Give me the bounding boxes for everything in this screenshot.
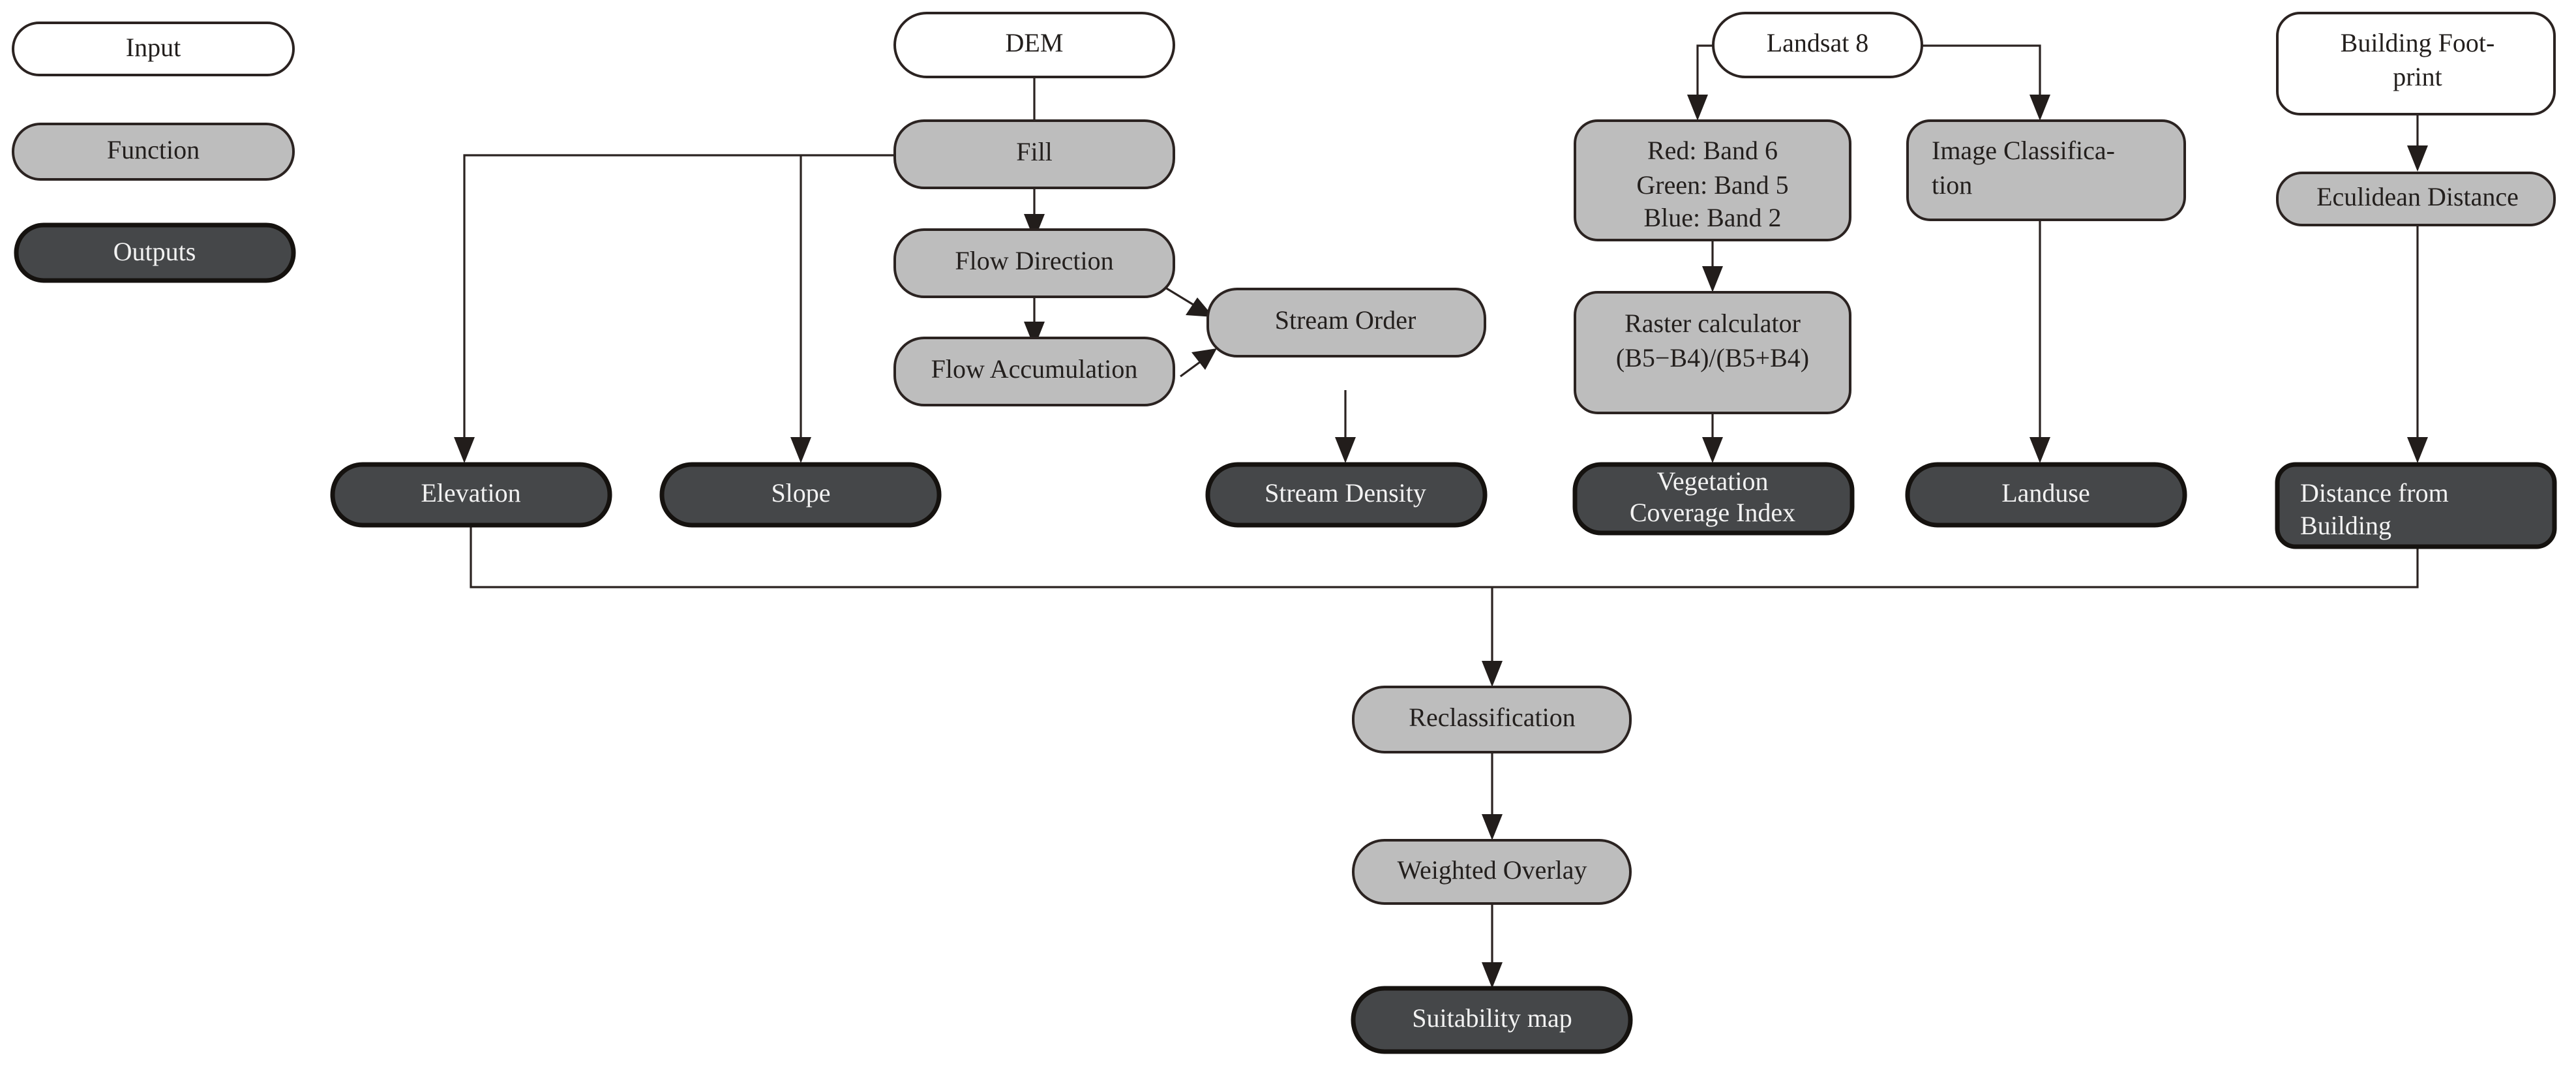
legend-item-function[interactable]: Function — [12, 123, 295, 181]
node-building-footprint-shape — [2276, 12, 2556, 115]
node-suitability-map[interactable]: Suitability map — [1351, 986, 1633, 1054]
node-slope-shape — [659, 462, 942, 528]
node-distance-from-building-line-1: Distance from — [2300, 478, 2449, 508]
node-flow-direction-shape — [893, 228, 1175, 298]
node-landsat8-shape — [1712, 12, 1923, 78]
node-raster-calculator[interactable]: Raster calculator (B5−B4)/(B5+B4) — [1574, 291, 1851, 414]
node-image-classification-shape — [1906, 119, 2186, 221]
edge-image-classification-to-landuse — [2029, 220, 2050, 463]
node-vegetation-coverage-index-line-1: Vegetation — [1656, 466, 1768, 496]
edge-bus-to-reclassification — [1482, 587, 1503, 687]
edge-stream-order-to-stream-density — [1335, 390, 1356, 463]
edge-flow-accumulation-to-stream-order — [1180, 348, 1217, 378]
node-image-classification-line-2: tion — [1932, 170, 1972, 200]
legend-outputs-shape — [14, 222, 296, 283]
node-distance-from-building-line-2: Building — [2300, 511, 2391, 540]
node-fill-shape — [893, 119, 1175, 189]
node-image-classification[interactable]: Image Classifica- tion — [1906, 119, 2186, 221]
legend-function-shape — [12, 123, 295, 181]
node-stream-density-label: Stream Density — [1265, 478, 1426, 508]
legend-item-input[interactable]: Input — [12, 22, 295, 76]
node-raster-calculator-shape — [1574, 291, 1851, 414]
node-vegetation-coverage-index-shape — [1572, 462, 1855, 536]
node-euclidean-distance-shape — [2276, 172, 2556, 226]
node-euclidean-distance-label: Eculidean Distance — [2316, 182, 2519, 211]
edge-raster-calculator-to-vegetation-coverage-index — [1702, 413, 1723, 463]
edge-euclidean-distance-to-distance-from-building — [2407, 225, 2428, 463]
node-vegetation-coverage-index-line-2: Coverage Index — [1630, 498, 1795, 527]
node-reclassification-label: Reclassification — [1409, 703, 1575, 732]
node-image-classification-line-1: Image Classifica- — [1932, 136, 2115, 165]
node-band-composite-line-3: Blue: Band 2 — [1643, 203, 1781, 232]
edge-flow-direction-to-stream-order — [1165, 286, 1214, 317]
node-landsat8[interactable]: Landsat 8 — [1712, 12, 1923, 78]
node-flow-direction[interactable]: Flow Direction — [893, 228, 1175, 298]
node-elevation[interactable]: Elevation — [330, 462, 612, 528]
legend-input-shape — [12, 22, 295, 76]
node-building-footprint-line-2: print — [2393, 62, 2442, 91]
node-building-footprint-line-1: Building Foot- — [2341, 28, 2495, 57]
edge-landsat8-to-band-composite — [1687, 44, 1713, 121]
node-band-composite-shape — [1574, 119, 1851, 241]
legend-item-outputs[interactable]: Outputs — [14, 222, 296, 283]
node-weighted-overlay-label: Weighted Overlay — [1397, 855, 1587, 885]
edge-band-composite-to-raster-calculator — [1702, 240, 1723, 292]
node-euclidean-distance[interactable]: Eculidean Distance — [2276, 172, 2556, 226]
node-landuse-shape — [1905, 462, 2187, 528]
node-distance-from-building[interactable]: Distance from Building — [2275, 462, 2557, 549]
legend: Input Function Outputs — [12, 22, 296, 283]
node-landuse-label: Landuse — [2001, 478, 2090, 508]
node-flow-accumulation[interactable]: Flow Accumulation — [893, 337, 1175, 406]
node-landuse[interactable]: Landuse — [1905, 462, 2187, 528]
node-band-composite[interactable]: Red: Band 6 Green: Band 5 Blue: Band 2 — [1574, 119, 1851, 241]
node-building-footprint[interactable]: Building Foot- print — [2276, 12, 2556, 115]
node-dem-shape — [893, 12, 1175, 78]
node-raster-calculator-line-1: Raster calculator — [1625, 309, 1801, 338]
node-elevation-label: Elevation — [421, 478, 520, 508]
node-slope[interactable]: Slope — [659, 462, 942, 528]
node-weighted-overlay-shape — [1352, 839, 1632, 905]
node-raster-calculator-line-2: (B5−B4)/(B5+B4) — [1616, 343, 1809, 372]
node-reclassification-shape — [1352, 686, 1632, 753]
legend-function-label: Function — [107, 135, 200, 164]
node-distance-from-building-shape — [2275, 462, 2557, 549]
edge-layer — [454, 44, 2428, 988]
node-stream-order-shape — [1206, 288, 1486, 357]
node-flow-accumulation-label: Flow Accumulation — [931, 354, 1138, 384]
node-stream-density-shape — [1205, 462, 1488, 528]
edge-fill-to-flow-direction — [1024, 188, 1045, 240]
edge-landsat8-to-image-classification — [1922, 44, 2050, 121]
node-landsat8-label: Landsat 8 — [1767, 28, 1869, 57]
node-vegetation-coverage-index[interactable]: Vegetation Coverage Index — [1572, 462, 1855, 536]
legend-outputs-label: Outputs — [113, 237, 196, 266]
node-slope-label: Slope — [771, 478, 830, 508]
node-flow-accumulation-shape — [893, 337, 1175, 406]
node-elevation-shape — [330, 462, 612, 528]
node-suitability-map-label: Suitability map — [1412, 1003, 1572, 1033]
node-dem-label: DEM — [1006, 28, 1064, 57]
node-band-composite-line-1: Red: Band 6 — [1647, 136, 1778, 165]
edge-building-footprint-to-euclidean-distance — [2407, 114, 2428, 172]
node-reclassification[interactable]: Reclassification — [1352, 686, 1632, 753]
node-band-composite-line-2: Green: Band 5 — [1636, 170, 1788, 200]
node-stream-order-label: Stream Order — [1275, 305, 1416, 335]
node-suitability-map-shape — [1351, 986, 1633, 1054]
legend-input-label: Input — [126, 33, 181, 62]
edge-weighted-overlay-to-suitability-map — [1482, 904, 1503, 988]
node-stream-order[interactable]: Stream Order — [1206, 288, 1486, 357]
edge-reclassification-to-weighted-overlay — [1482, 752, 1503, 840]
node-flow-direction-label: Flow Direction — [955, 246, 1113, 275]
node-dem[interactable]: DEM — [893, 12, 1175, 78]
node-fill-label: Fill — [1016, 137, 1053, 166]
node-fill[interactable]: Fill — [893, 119, 1175, 189]
node-weighted-overlay[interactable]: Weighted Overlay — [1352, 839, 1632, 905]
edge-fill-to-elevation — [454, 154, 895, 463]
edge-fill-to-slope — [790, 155, 811, 463]
edge-collector-bus — [470, 525, 2419, 588]
node-layer: DEM Fill Flow Direction Flow Accumulatio… — [330, 12, 2557, 1054]
node-stream-density[interactable]: Stream Density — [1205, 462, 1488, 528]
edge-flow-direction-to-flow-accumulation — [1024, 297, 1045, 348]
